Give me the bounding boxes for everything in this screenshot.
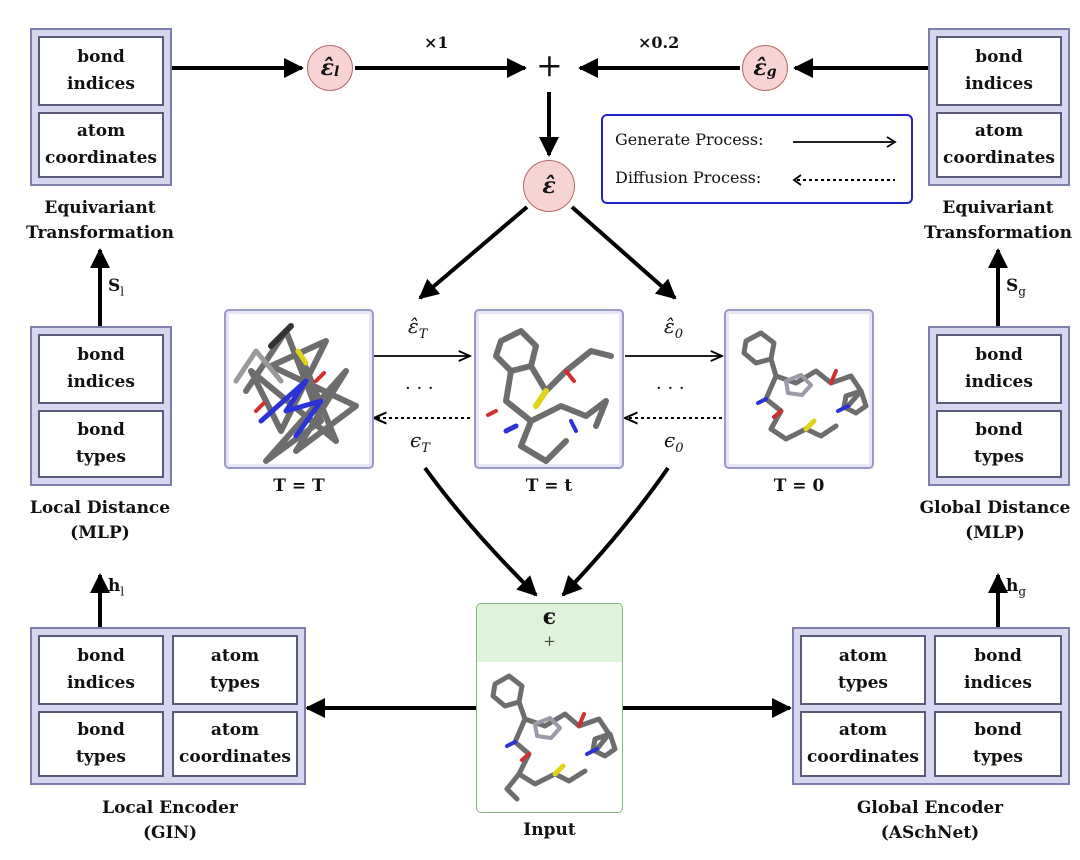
eps-T-label: ϵT: [410, 428, 430, 456]
cell-bond-types: bond types: [38, 711, 164, 777]
eps-T-sub: T: [421, 441, 430, 456]
eps-local-symbol: ε̂: [320, 55, 335, 81]
process-legend: Generate Process: Diffusion Process:: [601, 114, 913, 204]
hg-sub: g: [1018, 584, 1027, 599]
cell-atom-types: atom types: [800, 635, 926, 705]
global-equivariant-panel: bond indices atom coordinates: [928, 28, 1070, 186]
eps-0-label: ϵ0: [664, 428, 683, 456]
noisy-molecule-image: [233, 323, 359, 464]
snapshot-0-caption: T = 0: [773, 476, 825, 496]
arrow-label-sl: Sl: [108, 276, 124, 298]
global-encoder-label: Global Encoder (ASchNet): [856, 798, 1004, 843]
cell-bond-indices: bond indices: [936, 36, 1062, 106]
eps-T-symbol: ϵ: [410, 428, 422, 452]
snapshot-T-caption: T = T: [273, 476, 325, 496]
local-distance-panel: bond indices bond types: [30, 326, 172, 486]
eps-global-circle: ε̂g: [742, 45, 788, 91]
eps-0-symbol: ϵ: [664, 428, 676, 452]
cell-bond-indices: bond indices: [38, 36, 164, 106]
cell-bond-indices: bond indices: [38, 334, 164, 404]
legend-diffusion-arrow: [792, 174, 895, 186]
snapshot-t: [474, 309, 624, 469]
arrow-label-hg: hg: [1006, 576, 1026, 598]
local-equivariant-panel: bond indices atom coordinates: [30, 28, 172, 186]
cell-atom-coordinates: atom coordinates: [800, 711, 926, 777]
sg-sub: g: [1018, 284, 1026, 299]
dots-left: · · ·: [405, 378, 434, 399]
sl-text: S: [108, 276, 121, 296]
arrow-eps-to-T: [418, 205, 529, 300]
sl-sub: l: [120, 284, 125, 299]
input-header: [477, 604, 622, 662]
eps-hat-T-symbol: ε̂: [408, 314, 419, 338]
snapshot-0: [724, 309, 874, 469]
cell-atom-types: atom types: [172, 635, 298, 705]
cell-bond-indices: bond indices: [38, 635, 164, 705]
cell-bond-indices: bond indices: [936, 334, 1062, 404]
cell-bond-types: bond types: [936, 410, 1062, 478]
arrow-eps-to-0: [570, 205, 677, 300]
local-encoder-panel: bond indices atom types bond types atom …: [30, 627, 306, 785]
input-plus: +: [543, 632, 556, 650]
cell-bond-types: bond types: [934, 711, 1062, 777]
eps-local-sub: l: [334, 64, 340, 80]
local-distance-label: Local Distance (MLP): [29, 498, 171, 543]
eps-hat-symbol: ε̂: [542, 173, 556, 199]
cell-bond-indices: bond indices: [934, 635, 1062, 705]
sg-text: S: [1006, 276, 1019, 296]
hl-sub: l: [120, 584, 125, 599]
eps-hat-0-sub: 0: [674, 327, 684, 342]
eps-hat-T-sub: T: [418, 327, 428, 342]
arrow-label-hl: hl: [108, 576, 124, 598]
eps-global-sub: g: [766, 64, 777, 80]
eps-hat-0-symbol: ε̂: [664, 314, 675, 338]
hg-text: h: [1006, 576, 1019, 596]
eps-global-symbol: ε̂: [753, 55, 767, 81]
global-encoder-panel: atom types bond indices atom coordinates…: [792, 627, 1070, 785]
legend-generate-arrow: [793, 136, 897, 148]
arrow-0-to-input: [561, 466, 670, 597]
arrow-label-sg: Sg: [1006, 276, 1026, 298]
input-panel: ϵ +: [476, 603, 623, 813]
legend-generate: Generate Process:: [615, 130, 763, 149]
input-label: Input: [523, 820, 576, 840]
dots-right: · · ·: [656, 378, 685, 399]
snapshot-t-caption: T = t: [525, 476, 573, 496]
cell-atom-coordinates: atom coordinates: [172, 711, 298, 777]
local-equivariant-label: Equivariant Transformation: [26, 198, 174, 243]
partial-molecule-image: [486, 328, 614, 464]
global-equivariant-label: Equivariant Transformation: [924, 198, 1072, 243]
snapshot-T: [224, 309, 374, 469]
input-molecule-image: [490, 673, 618, 802]
eps-0-sub: 0: [675, 441, 684, 456]
cell-atom-coordinates: atom coordinates: [38, 112, 164, 178]
arrow-T-to-input: [423, 466, 538, 597]
legend-generate-text: Generate Process:: [615, 130, 764, 149]
global-distance-label: Global Distance (MLP): [919, 498, 1071, 543]
local-encoder-label: Local Encoder (GIN): [102, 798, 238, 843]
plus-sign: +: [536, 46, 563, 84]
input-eps: ϵ: [542, 604, 557, 630]
clean-molecule-image: [741, 330, 869, 442]
legend-diffusion-text: Diffusion Process:: [615, 168, 762, 187]
eps-hat-0-label: ε̂0: [664, 314, 683, 342]
cell-bond-types: bond types: [38, 410, 164, 478]
eps-hat-T-label: ε̂T: [408, 314, 427, 342]
mult-global: ×0.2: [638, 33, 680, 52]
legend-diffusion: Diffusion Process:: [615, 168, 761, 187]
eps-local-circle: ε̂l: [307, 45, 353, 91]
cell-atom-coordinates: atom coordinates: [936, 112, 1062, 178]
hl-text: h: [108, 576, 121, 596]
global-distance-panel: bond indices bond types: [928, 326, 1070, 486]
mult-local: ×1: [424, 33, 449, 52]
eps-hat-circle: ε̂: [523, 160, 575, 212]
